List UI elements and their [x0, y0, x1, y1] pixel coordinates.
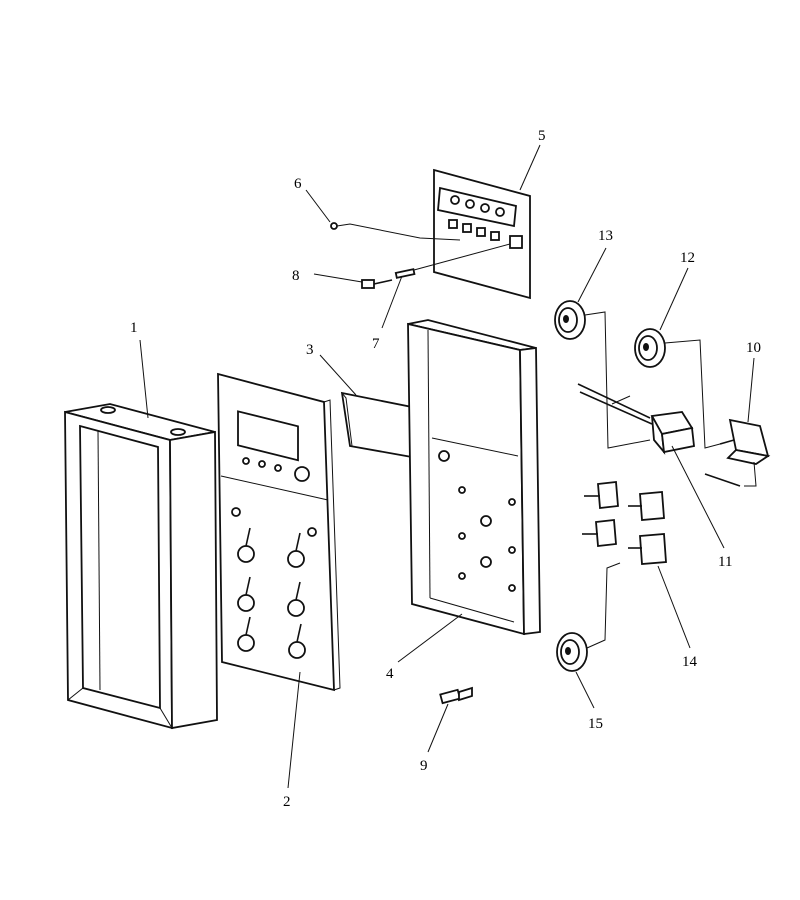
- callout-14: 14: [682, 654, 698, 670]
- leader-12: [659, 267, 689, 331]
- leader-1: [139, 339, 149, 419]
- leader-10: [747, 357, 755, 423]
- callout-8: 8: [292, 268, 300, 284]
- leader-9: [427, 703, 449, 753]
- leader-11: [671, 445, 725, 549]
- part-1-frame: [64, 403, 218, 730]
- leader-7: [381, 275, 403, 329]
- part-5-display-board: [433, 168, 531, 300]
- part-11-switch: [577, 383, 695, 455]
- part-8-screw: [361, 279, 393, 289]
- callout-6: 6: [294, 176, 302, 192]
- leader-14: [657, 565, 691, 649]
- part-15-knob: [556, 562, 621, 672]
- callout-15: 15: [588, 716, 603, 732]
- callout-5: 5: [538, 128, 546, 144]
- part-9-screw: [439, 686, 473, 705]
- leader-6: [305, 189, 331, 223]
- leader-lines: [139, 144, 755, 789]
- callout-labels: 1 2 3 4 5 6 7 8 9 10 11 12 13 14 15: [130, 128, 761, 810]
- callout-12: 12: [680, 250, 695, 266]
- callout-1: 1: [130, 320, 138, 336]
- leader-3: [319, 354, 357, 396]
- callout-2: 2: [283, 794, 291, 810]
- callout-4: 4: [386, 666, 394, 682]
- part-7-spacer: [394, 243, 511, 279]
- callout-10: 10: [746, 340, 761, 356]
- leader-4: [397, 613, 463, 663]
- leader-2: [287, 671, 301, 789]
- leader-8: [313, 273, 363, 283]
- part-14-button-caps: [582, 481, 667, 565]
- part-6-wire-connector: [330, 222, 461, 241]
- part-2-control-panel: [217, 372, 341, 692]
- part-12-knob: [634, 328, 721, 449]
- callout-3: 3: [306, 342, 314, 358]
- leader-5: [519, 144, 541, 191]
- part-4-chassis: [407, 319, 541, 636]
- callout-7: 7: [372, 336, 380, 352]
- callout-11: 11: [718, 554, 732, 570]
- leader-13: [577, 247, 607, 303]
- callout-13: 13: [598, 228, 613, 244]
- part-13-knob: [554, 300, 651, 449]
- part-10-switch: [704, 418, 771, 487]
- callout-9: 9: [420, 758, 428, 774]
- leader-15: [575, 671, 595, 709]
